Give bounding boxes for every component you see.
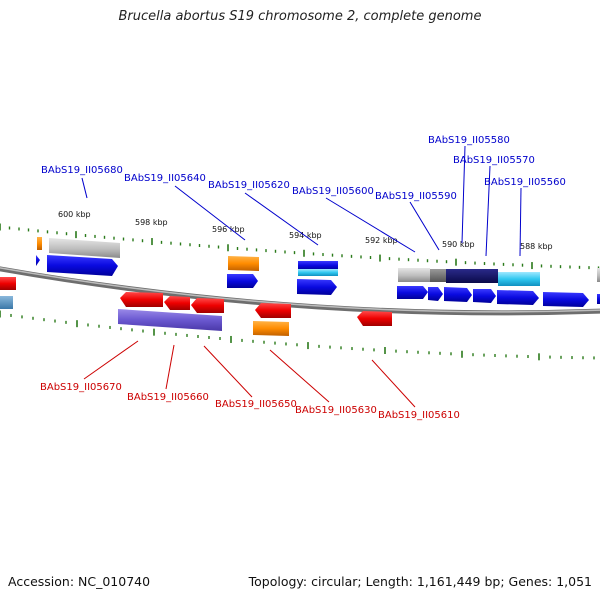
gene-feature[interactable]	[49, 238, 120, 258]
gene-label[interactable]: BAbS19_II05670	[40, 382, 122, 393]
tick-label: 596 kbp	[212, 225, 245, 234]
gene-feature[interactable]	[228, 256, 259, 271]
forward-strand-track	[36, 255, 600, 307]
tick-label: 590 kbp	[442, 240, 475, 249]
gene-feature[interactable]	[36, 255, 40, 266]
gene-feature[interactable]	[446, 269, 498, 283]
gene-label[interactable]: BAbS19_II05630	[295, 405, 377, 416]
gene-label[interactable]: BAbS19_II05620	[208, 180, 290, 191]
gene-feature[interactable]	[297, 279, 337, 295]
gene-feature[interactable]	[37, 237, 42, 250]
gene-feature[interactable]	[597, 294, 600, 304]
gene-feature[interactable]	[227, 274, 258, 288]
gene-feature[interactable]	[253, 321, 289, 336]
gene-label[interactable]: BAbS19_II05580	[428, 135, 510, 146]
tick-labels: 600 kbp 598 kbp 596 kbp 594 kbp 592 kbp …	[58, 210, 553, 251]
gene-feature[interactable]	[118, 309, 222, 331]
tick-label: 588 kbp	[520, 242, 553, 251]
gene-label[interactable]: BAbS19_II05650	[215, 399, 297, 410]
gene-feature[interactable]	[444, 287, 472, 302]
gene-feature[interactable]	[47, 255, 118, 276]
gene-label[interactable]: BAbS19_II05610	[378, 410, 460, 421]
gene-feature[interactable]	[543, 292, 589, 307]
gene-feature[interactable]	[398, 268, 430, 282]
gene-label[interactable]: BAbS19_II05680	[41, 165, 123, 176]
tick-label: 592 kbp	[365, 236, 398, 245]
gene-feature[interactable]	[397, 286, 428, 299]
tick-label: 600 kbp	[58, 210, 91, 219]
accession-text: Accession: NC_010740	[8, 574, 151, 589]
forward-outer-track	[37, 237, 600, 286]
gene-label[interactable]: BAbS19_II05570	[453, 155, 535, 166]
gene-feature[interactable]	[473, 289, 496, 303]
reverse-gene-label-texts: BAbS19_II05670 BAbS19_II05660 BAbS19_II0…	[40, 382, 460, 421]
reverse-gene-labels	[83, 340, 416, 408]
gene-feature[interactable]	[357, 311, 392, 326]
gene-feature[interactable]	[298, 261, 338, 270]
gene-feature[interactable]	[0, 296, 13, 309]
gene-feature[interactable]	[497, 290, 539, 305]
gene-label[interactable]: BAbS19_II05640	[124, 173, 206, 184]
genome-summary-text: Topology: circular; Length: 1,161,449 bp…	[248, 574, 592, 589]
map-title: Brucella abortus S19 chromosome 2, compl…	[118, 9, 482, 24]
gene-feature[interactable]	[428, 287, 443, 301]
gene-feature[interactable]	[164, 296, 190, 310]
gene-feature[interactable]	[120, 292, 163, 307]
gene-label[interactable]: BAbS19_II05590	[375, 191, 457, 202]
reverse-strand-track	[0, 277, 392, 336]
tick-label: 598 kbp	[135, 218, 168, 227]
inner-tick-ring	[0, 310, 595, 361]
outer-tick-ring	[0, 223, 600, 270]
gene-feature[interactable]	[298, 269, 338, 276]
gene-feature[interactable]	[430, 269, 446, 282]
gene-feature[interactable]	[498, 272, 540, 286]
chromosome-backbone-highlight	[0, 267, 600, 313]
gene-label[interactable]: BAbS19_II05600	[292, 186, 374, 197]
chromosome-backbone	[0, 266, 600, 316]
gene-feature[interactable]	[597, 268, 600, 282]
gene-label[interactable]: BAbS19_II05560	[484, 177, 566, 188]
forward-gene-label-texts: BAbS19_II05680 BAbS19_II05640 BAbS19_II0…	[41, 135, 566, 202]
gene-feature[interactable]	[255, 303, 291, 318]
gene-feature[interactable]	[191, 298, 224, 313]
gene-label[interactable]: BAbS19_II05660	[127, 392, 209, 403]
forward-gene-labels	[81, 145, 522, 257]
gene-feature[interactable]	[0, 277, 16, 290]
